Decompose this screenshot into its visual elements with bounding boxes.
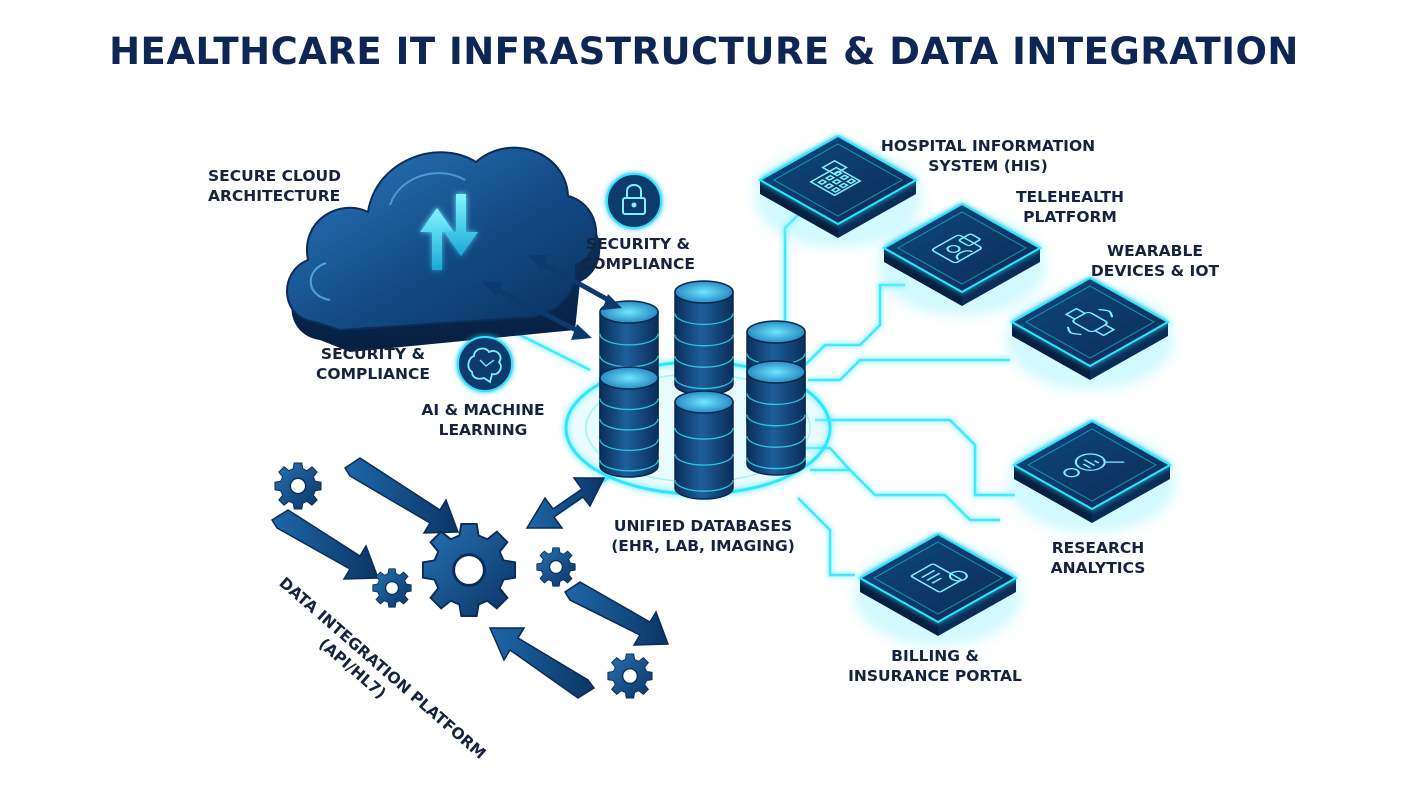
label-security-left: SECURITY &COMPLIANCE (316, 345, 430, 383)
smartwatch-icon (1064, 307, 1116, 337)
upload-arrow-icon (420, 208, 454, 270)
panel-research (1008, 419, 1176, 533)
database-cylinder-icon (599, 366, 659, 478)
infrastructure-diagram (270, 134, 1176, 699)
panel-wearable (1006, 276, 1174, 390)
label-security-top: SECURITY &COMPLIANCE (581, 235, 695, 273)
database-cylinder-icon (746, 360, 806, 476)
database-cylinders (599, 280, 806, 500)
download-arrow-icon (444, 194, 478, 256)
line-to-billing (810, 468, 1000, 522)
gear-icon-small (372, 568, 412, 608)
flow-arrow-3 (563, 581, 670, 646)
gear-icon (274, 462, 322, 510)
line-to-billing-2 (797, 497, 855, 577)
flow-arrow-2 (270, 509, 380, 580)
line-to-telehealth (804, 283, 905, 366)
database-cylinder-icon (674, 280, 734, 396)
panel-billing (854, 532, 1022, 646)
invoice-document-icon (910, 563, 968, 593)
flow-arrow-1 (343, 457, 460, 534)
padlock-icon (606, 173, 662, 229)
magnifier-chart-icon (1063, 453, 1125, 478)
service-panels (754, 134, 1176, 646)
gear-icon-large (421, 522, 518, 618)
label-billing: BILLING &INSURANCE PORTAL (848, 647, 1022, 685)
database-cylinder-icon (674, 390, 734, 500)
hospital-building-icon (809, 159, 862, 197)
panel-telehealth (878, 202, 1046, 316)
brain-circuit-icon (457, 336, 513, 392)
flow-arrow-4 (488, 627, 596, 699)
line-to-wearable (808, 358, 1010, 382)
panel-his (754, 134, 922, 248)
page-title: HEALTHCARE IT INFRASTRUCTURE & DATA INTE… (109, 30, 1299, 73)
sync-arrows (482, 255, 622, 340)
integration-platform (270, 457, 670, 699)
label-unified-databases: UNIFIED DATABASES(EHR, LAB, IMAGING) (611, 517, 795, 555)
video-consult-icon (931, 233, 982, 264)
gear-icon-right (536, 547, 576, 587)
gear-icon-bottom (607, 653, 653, 699)
db-integration-arrow (525, 477, 606, 529)
line-to-research (815, 418, 1015, 497)
